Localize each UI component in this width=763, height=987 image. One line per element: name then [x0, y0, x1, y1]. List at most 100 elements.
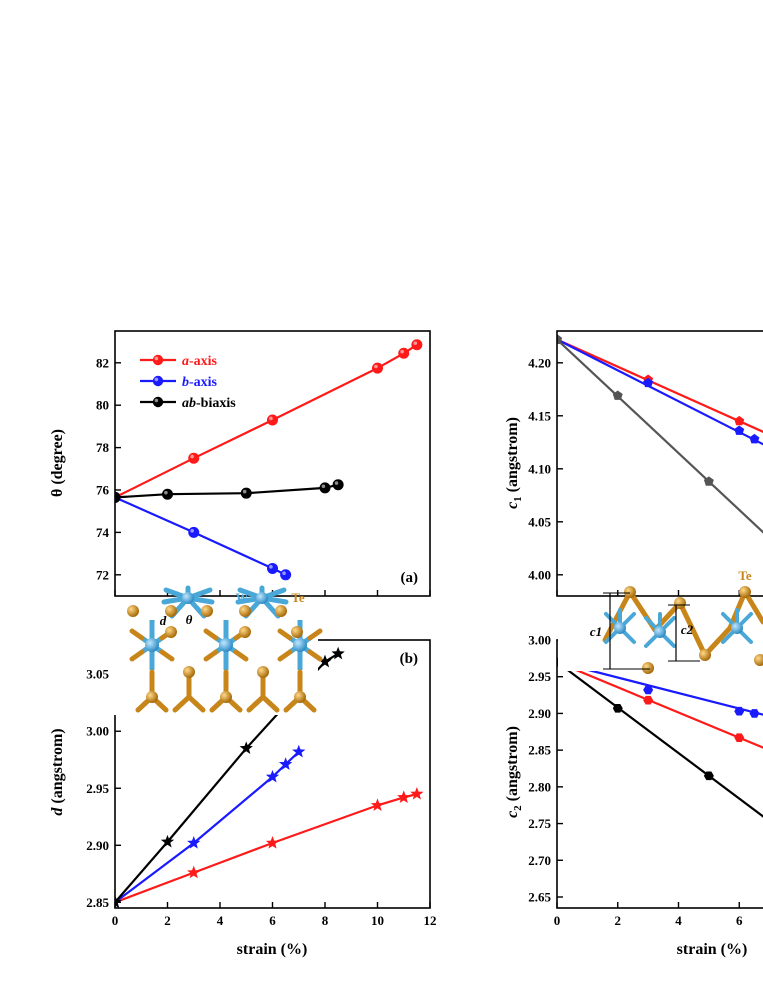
bond	[233, 649, 249, 662]
axes-frame-c	[556, 330, 763, 597]
data-point-b-0-5	[410, 786, 424, 800]
panel-d	[556, 639, 763, 909]
series-line-a-1	[115, 496, 287, 576]
data-point-b-2-4	[331, 646, 345, 660]
atom-label-w: W	[236, 590, 249, 605]
bond	[159, 649, 175, 662]
xlabel-b: strain (%)	[237, 941, 308, 958]
bond	[129, 628, 145, 641]
data-point-a-2-3	[319, 482, 331, 494]
panel-label-a: (a)	[401, 570, 419, 586]
series-line-d-1	[557, 660, 763, 716]
ytick-label-d-7: 3.00	[528, 633, 551, 648]
data-point-a-0-2	[266, 414, 278, 426]
xtick-label-b-2: 4	[217, 913, 224, 928]
ytick-label-c-0: 4.00	[528, 567, 551, 582]
xtick-label-d-3: 6	[736, 913, 743, 928]
bond	[277, 628, 293, 641]
ytick-label-b-3: 3.00	[86, 724, 109, 739]
bond-length-label: d	[160, 613, 167, 628]
data-point-a-0-2-highlight	[269, 416, 273, 421]
legend-marker-highlight-0	[154, 356, 159, 361]
ytick-label-d-6: 2.95	[528, 669, 551, 684]
series-line-b-0	[115, 792, 418, 904]
ylabel-a: θ (degree)	[49, 429, 66, 497]
ytick-label-c-2: 4.10	[528, 461, 551, 476]
ytick-label-a-4: 80	[96, 398, 109, 413]
legend-marker-2	[152, 396, 164, 408]
plot-area-b	[115, 646, 424, 908]
data-point-b-0-1	[187, 865, 201, 879]
data-point-b-2-3	[318, 654, 332, 668]
data-point-d-0-1	[643, 695, 654, 705]
legend-marker-highlight-1	[154, 377, 159, 382]
legend-label-2: ab-biaxis	[182, 396, 236, 411]
series-line-a-2	[115, 483, 339, 499]
data-point-a-0-4	[398, 347, 410, 359]
panel-label-b: (b)	[400, 651, 418, 667]
te-atom	[624, 586, 636, 598]
data-point-a-2-4-highlight	[334, 481, 339, 485]
axes-frame-d	[556, 639, 763, 909]
te-atom	[291, 626, 303, 638]
plot-area-c	[557, 334, 763, 534]
data-point-a-2-1	[162, 488, 174, 500]
te-atom	[239, 605, 251, 617]
legend-entry-0: a-axis	[140, 354, 218, 369]
bond	[230, 701, 243, 713]
bond	[715, 625, 733, 644]
te-atom	[165, 626, 177, 638]
w-atom	[293, 638, 307, 652]
data-point-a-1-3	[280, 569, 292, 581]
ytick-label-d-3: 2.80	[528, 779, 551, 794]
bond	[129, 649, 145, 662]
ytick-label-a-2: 76	[96, 483, 110, 498]
ytick-label-d-2: 2.75	[528, 816, 551, 831]
bond	[246, 701, 259, 713]
bond-angle-label: θ	[186, 612, 193, 627]
te-atom	[699, 649, 711, 661]
data-point-a-1-3-highlight	[282, 571, 286, 575]
data-point-c-1-2	[734, 425, 745, 435]
data-point-a-2-4	[332, 479, 344, 491]
te-atom	[183, 666, 195, 678]
data-point-b-1-1	[187, 836, 201, 849]
ytick-label-a-1: 74	[96, 525, 110, 540]
data-point-b-1-4	[292, 744, 306, 758]
data-point-a-2-2-highlight	[242, 489, 247, 494]
bond	[135, 701, 148, 713]
xlabel-d: strain (%)	[677, 941, 748, 958]
ylabel-d: c2 (angstrom)	[504, 726, 524, 818]
ytick-label-a-3: 78	[96, 440, 110, 455]
data-point-b-0-4	[397, 790, 411, 804]
legend-entry-1: b-axis	[140, 375, 218, 390]
data-point-a-2-1-highlight	[164, 490, 168, 495]
data-point-a-0-4-highlight	[400, 349, 404, 354]
ytick-label-b-4: 3.05	[86, 667, 109, 682]
xtick-label-b-3: 6	[269, 913, 276, 928]
bond	[307, 649, 323, 662]
bond	[156, 701, 169, 713]
te-atom	[294, 691, 306, 703]
bond	[203, 649, 219, 662]
data-point-d-2-1	[612, 703, 623, 713]
data-point-c-2-2	[703, 476, 714, 486]
plot-area-a	[115, 339, 423, 581]
ytick-label-b-2: 2.95	[86, 781, 109, 796]
axes-frame-a	[114, 330, 431, 597]
legend-label-1: b-axis	[182, 375, 218, 390]
te-atom	[201, 605, 213, 617]
bond	[172, 701, 185, 713]
c2-label: c2	[681, 622, 694, 637]
legend-marker-1	[152, 375, 164, 387]
ytick-label-b-0: 2.85	[86, 895, 109, 910]
panel-a	[114, 330, 431, 597]
data-point-d-2-2	[703, 771, 714, 781]
ytick-label-c-3: 4.15	[528, 408, 551, 423]
data-point-a-2-2	[240, 487, 252, 499]
legend-entry-2: ab-biaxis	[140, 396, 236, 411]
data-point-b-1-2	[265, 769, 280, 783]
legend-marker-highlight-2	[154, 398, 159, 403]
